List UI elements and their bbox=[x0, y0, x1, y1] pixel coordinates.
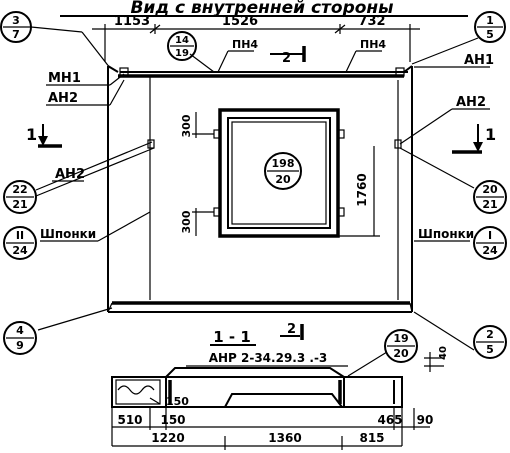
section-dim-40: 40 bbox=[424, 346, 449, 372]
section-profile bbox=[111, 367, 403, 408]
section-dims-row1: 510 150 465 90 bbox=[111, 408, 434, 446]
svg-text:5: 5 bbox=[486, 343, 494, 356]
svg-text:2: 2 bbox=[287, 322, 296, 337]
window-dim-top: 300 bbox=[180, 114, 193, 137]
dim-top-1526: 1526 bbox=[222, 14, 258, 29]
svg-text:1220: 1220 bbox=[151, 431, 184, 445]
label-shponki-left: Шпонки bbox=[40, 227, 96, 241]
dim-top-1153: 1153 bbox=[114, 14, 150, 29]
label-pn4-right: ПН4 bbox=[360, 38, 386, 51]
callout-leaders bbox=[35, 31, 479, 351]
svg-text:2: 2 bbox=[486, 328, 494, 341]
svg-text:815: 815 bbox=[359, 431, 384, 445]
svg-text:22: 22 bbox=[12, 183, 27, 196]
svg-text:40: 40 bbox=[438, 346, 449, 360]
section-mark-top: 2 bbox=[270, 46, 306, 66]
svg-text:2: 2 bbox=[282, 51, 291, 66]
svg-text:7: 7 bbox=[12, 28, 20, 41]
callout-14-19: 14 19 bbox=[167, 31, 197, 61]
callout-4-9: 4 9 bbox=[3, 321, 37, 355]
svg-text:150: 150 bbox=[160, 413, 185, 427]
window-opening bbox=[213, 108, 345, 238]
svg-text:3: 3 bbox=[12, 14, 20, 27]
section-dims-row2: 1220 1360 815 bbox=[112, 431, 402, 450]
svg-text:1: 1 bbox=[486, 14, 494, 27]
svg-text:24: 24 bbox=[482, 244, 498, 257]
svg-text:20: 20 bbox=[393, 347, 409, 360]
svg-text:21: 21 bbox=[12, 198, 27, 211]
label-an1-right: АН1 bbox=[464, 53, 494, 68]
svg-text:20: 20 bbox=[482, 183, 498, 196]
svg-text:20: 20 bbox=[275, 173, 291, 186]
svg-text:1: 1 bbox=[485, 125, 496, 144]
label-an2-left-top: АН2 bbox=[48, 91, 78, 106]
callout-1-5: 1 5 bbox=[474, 11, 506, 43]
section-mark-left: 1 bbox=[26, 124, 62, 148]
svg-text:4: 4 bbox=[16, 324, 24, 337]
svg-text:24: 24 bbox=[12, 244, 28, 257]
svg-text:198: 198 bbox=[272, 157, 295, 170]
svg-text:1360: 1360 bbox=[268, 431, 301, 445]
svg-text:21: 21 bbox=[482, 198, 497, 211]
callout-II-24: II 24 bbox=[3, 226, 37, 260]
dim-top-732: 732 bbox=[358, 14, 385, 29]
callout-2-5: 2 5 bbox=[473, 325, 507, 359]
callout-19-20: 19 20 bbox=[347, 329, 418, 377]
window-dim-1760: 1760 bbox=[355, 173, 369, 206]
svg-text:510: 510 bbox=[117, 413, 142, 427]
svg-text:14: 14 bbox=[175, 35, 189, 46]
label-an2-left-mid: АН2 bbox=[55, 167, 85, 182]
svg-text:465: 465 bbox=[377, 413, 402, 427]
label-pn4-left: ПН4 bbox=[232, 38, 258, 51]
label-shponki-right: Шпонки bbox=[418, 227, 474, 241]
svg-text:5: 5 bbox=[486, 28, 494, 41]
svg-text:19: 19 bbox=[393, 332, 408, 345]
section-mark-bottom: 2 bbox=[280, 322, 304, 340]
svg-text:1: 1 bbox=[26, 125, 37, 144]
svg-text:II: II bbox=[16, 229, 24, 242]
section-dim-150-top: 150 bbox=[166, 395, 189, 408]
drawing-title: Вид с внутренней стороны bbox=[130, 0, 393, 18]
callout-I-24: I 24 bbox=[473, 226, 507, 260]
window-dim-bottom: 300 bbox=[180, 210, 193, 233]
svg-text:9: 9 bbox=[16, 339, 24, 352]
callout-22-21: 22 21 bbox=[3, 180, 37, 214]
svg-text:90: 90 bbox=[417, 413, 434, 427]
callout-20-21: 20 21 bbox=[473, 180, 507, 214]
callout-198-20: 198 20 bbox=[264, 152, 302, 190]
section-mark-right: 1 bbox=[452, 124, 496, 154]
section-name: АНР 2-34.29.3 .-3 bbox=[209, 351, 328, 365]
svg-text:I: I bbox=[488, 229, 492, 242]
label-mn1: МН1 bbox=[48, 71, 81, 86]
callout-3-7: 3 7 bbox=[0, 11, 83, 43]
section-title: 1 - 1 bbox=[213, 328, 251, 346]
svg-text:19: 19 bbox=[175, 48, 189, 59]
panel-outline bbox=[107, 65, 413, 313]
label-an2-right: АН2 bbox=[456, 95, 486, 110]
